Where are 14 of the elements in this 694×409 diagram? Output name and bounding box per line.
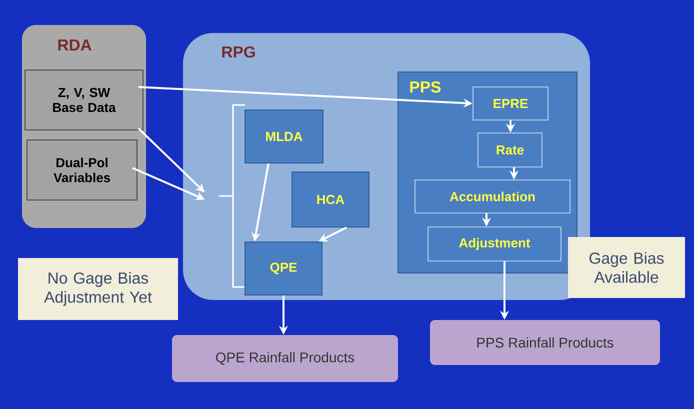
process-box: Rate <box>478 132 542 168</box>
note-box: No Gage Bias Adjustment Yet <box>18 258 178 320</box>
process-box: QPE <box>244 242 322 296</box>
note-box: Gage Bias Available <box>568 237 685 298</box>
process-box: Adjustment <box>428 226 562 262</box>
product-box: QPE Rainfall Products <box>172 335 398 382</box>
process-box: MLDA <box>244 110 324 164</box>
process-box: Accumulation <box>414 180 570 214</box>
product-box: PPS Rainfall Products <box>430 320 660 365</box>
process-box: HCA <box>292 172 370 228</box>
bracket <box>218 104 246 288</box>
data-box: Dual-Pol Variables <box>26 140 138 200</box>
process-box: EPRE <box>472 86 548 120</box>
data-box: Z, V, SW Base Data <box>24 70 144 130</box>
